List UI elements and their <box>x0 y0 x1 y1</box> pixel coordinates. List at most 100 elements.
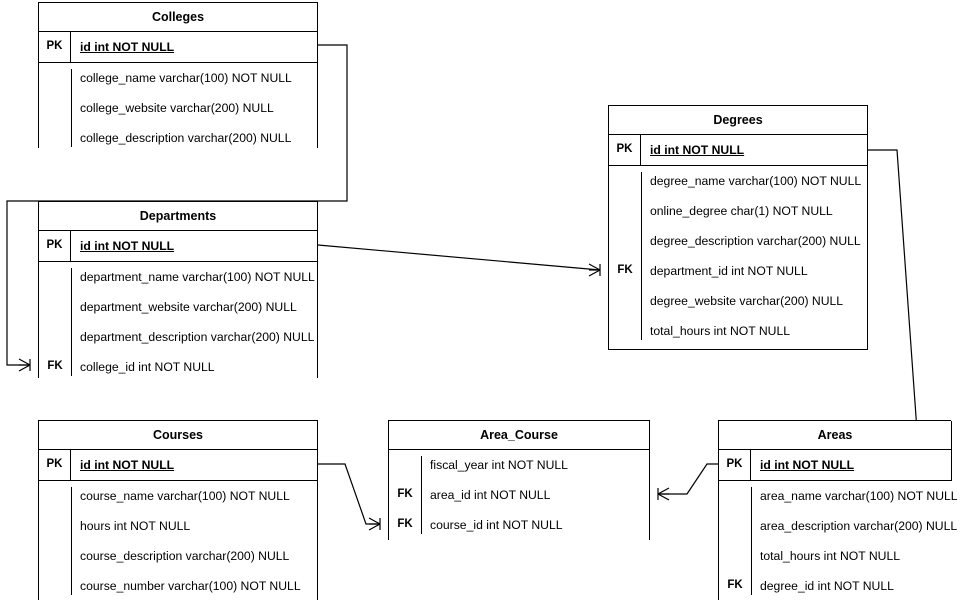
column-definition: college_website varchar(200) NULL <box>80 100 274 115</box>
key-marker: PK <box>719 450 751 480</box>
crow-foot-marker <box>368 517 381 531</box>
column-definition: college_description varchar(200) NULL <box>80 130 292 145</box>
table-row[interactable]: area_description varchar(200) NULL <box>719 511 966 541</box>
columns-section: course_name varchar(100) NOT NULL hours i… <box>39 481 317 601</box>
entity-title-departments: Departments <box>39 202 317 231</box>
table-row[interactable]: fiscal_year int NOT NULL <box>389 450 649 480</box>
column-definition: hours int NOT NULL <box>80 518 191 533</box>
column-definition: college_name varchar(100) NOT NULL <box>80 70 292 85</box>
table-row[interactable]: degree_name varchar(100) NOT NULL <box>609 166 867 196</box>
table-row[interactable]: degree_website varchar(200) NULL <box>609 286 867 316</box>
key-marker: FK <box>397 518 413 531</box>
key-column-divider <box>71 487 72 595</box>
column-definition: id int NOT NULL <box>650 142 745 157</box>
columns-section: area_name varchar(100) NOT NULL area_desc… <box>719 481 966 601</box>
column-definition: department_id int NOT NULL <box>650 263 808 278</box>
columns-section: department_name varchar(100) NOT NULL dep… <box>39 262 317 382</box>
key-marker: FK <box>727 579 743 592</box>
primary-key-section: PK id int NOT NULL <box>39 32 317 63</box>
crow-foot-marker <box>18 358 31 372</box>
key-marker: FK <box>47 360 63 373</box>
connector-line <box>658 463 718 495</box>
key-column-divider <box>641 172 642 340</box>
key-marker: PK <box>39 450 71 480</box>
column-definition: id int NOT NULL <box>80 39 175 54</box>
entity-title-area-course: Area_Course <box>389 421 649 450</box>
column-definition: department_name varchar(100) NOT NULL <box>80 269 315 284</box>
entity-title-courses: Courses <box>39 421 317 450</box>
table-row[interactable]: college_website varchar(200) NULL <box>39 93 317 123</box>
table-row[interactable]: course_name varchar(100) NOT NULL <box>39 481 317 511</box>
table-row[interactable]: hours int NOT NULL <box>39 511 317 541</box>
table-row[interactable]: course_description varchar(200) NULL <box>39 541 317 571</box>
column-definition: course_id int NOT NULL <box>430 517 563 532</box>
table-row[interactable]: course_number varchar(100) NOT NULL <box>39 571 317 601</box>
relationship-courses-to-area-course <box>318 463 381 531</box>
key-column-divider <box>751 487 752 595</box>
key-marker: FK <box>617 264 633 277</box>
table-row[interactable]: FK course_id int NOT NULL <box>389 510 649 540</box>
key-marker: PK <box>39 231 71 261</box>
table-row[interactable]: FK college_id int NOT NULL <box>39 352 317 382</box>
table-row[interactable]: department_description varchar(200) NULL <box>39 322 317 352</box>
column-definition: area_name varchar(100) NOT NULL <box>760 488 958 503</box>
key-column-divider <box>71 268 72 376</box>
table-row[interactable]: PK id int NOT NULL <box>39 32 317 62</box>
key-marker: PK <box>39 32 71 62</box>
table-row[interactable]: online_degree char(1) NOT NULL <box>609 196 867 226</box>
column-definition: id int NOT NULL <box>80 457 175 472</box>
table-row[interactable]: total_hours int NOT NULL <box>609 316 867 346</box>
entity-title-colleges: Colleges <box>39 3 317 32</box>
connector-line <box>318 463 380 525</box>
table-row[interactable]: college_name varchar(100) NOT NULL <box>39 63 317 93</box>
column-definition: id int NOT NULL <box>80 238 175 253</box>
key-column-divider <box>421 456 422 534</box>
table-row[interactable]: department_website varchar(200) NULL <box>39 292 317 322</box>
key-marker: PK <box>609 135 641 165</box>
table-row[interactable]: PK id int NOT NULL <box>719 450 951 480</box>
table-row[interactable]: PK id int NOT NULL <box>39 231 317 261</box>
column-definition: department_description varchar(200) NULL <box>80 329 315 344</box>
column-definition: fiscal_year int NOT NULL <box>430 457 568 472</box>
column-definition: course_description varchar(200) NULL <box>80 548 290 563</box>
column-definition: degree_id int NOT NULL <box>760 578 894 593</box>
table-row[interactable]: PK id int NOT NULL <box>39 450 317 480</box>
primary-key-section: PK id int NOT NULL <box>609 135 867 166</box>
column-definition: online_degree char(1) NOT NULL <box>650 203 833 218</box>
column-definition: college_id int NOT NULL <box>80 359 215 374</box>
table-row[interactable]: college_description varchar(200) NULL <box>39 123 317 153</box>
crow-foot-marker <box>588 263 601 277</box>
relationship-area-course-to-areas <box>657 463 718 501</box>
table-row[interactable]: FK degree_id int NOT NULL <box>719 571 966 601</box>
table-row[interactable]: department_name varchar(100) NOT NULL <box>39 262 317 292</box>
table-row[interactable]: degree_description varchar(200) NULL <box>609 226 867 256</box>
columns-section: college_name varchar(100) NOT NULL colleg… <box>39 63 317 153</box>
column-definition: degree_website varchar(200) NULL <box>650 293 844 308</box>
entity-title-degrees: Degrees <box>609 106 867 135</box>
table-row[interactable]: total_hours int NOT NULL <box>719 541 966 571</box>
column-definition: area_id int NOT NULL <box>430 487 551 502</box>
table-row[interactable]: PK id int NOT NULL <box>609 135 867 165</box>
primary-key-section: PK id int NOT NULL <box>39 231 317 262</box>
table-row[interactable]: area_name varchar(100) NOT NULL <box>719 481 966 511</box>
table-row[interactable]: FK department_id int NOT NULL <box>609 256 867 286</box>
column-definition: degree_description varchar(200) NULL <box>650 233 861 248</box>
column-definition: total_hours int NOT NULL <box>650 323 790 338</box>
column-definition: course_name varchar(100) NOT NULL <box>80 488 290 503</box>
column-definition: degree_name varchar(100) NOT NULL <box>650 173 862 188</box>
column-definition: department_website varchar(200) NULL <box>80 299 297 314</box>
key-column-divider <box>71 69 72 147</box>
relationship-departments-to-degrees <box>317 244 601 277</box>
column-definition: id int NOT NULL <box>760 457 855 472</box>
primary-key-section: PK id int NOT NULL <box>39 450 317 481</box>
crow-foot-marker <box>657 487 670 501</box>
